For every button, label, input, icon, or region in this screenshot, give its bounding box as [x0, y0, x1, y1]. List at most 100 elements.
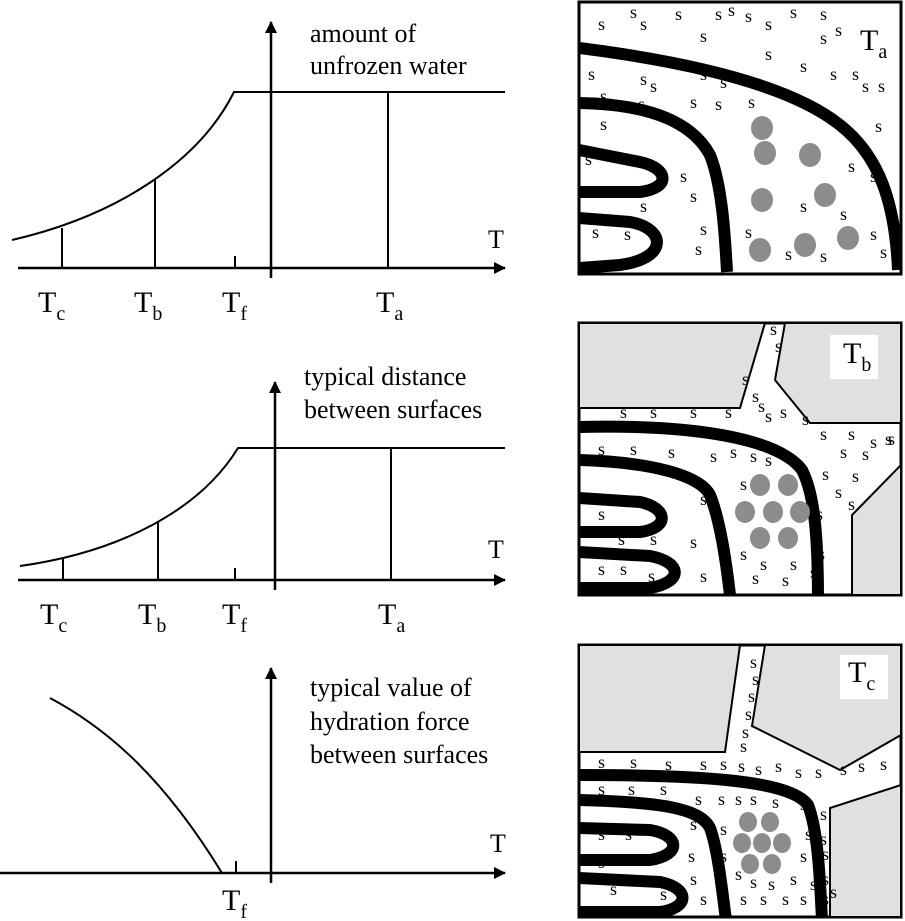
solute-marker: s [592, 222, 599, 242]
solute-marker: s [618, 529, 625, 549]
solute-marker: s [725, 402, 732, 422]
solute-marker: s [782, 570, 789, 590]
y-label: typical distance between surfaces [304, 362, 482, 424]
solute-marker: s [870, 166, 877, 186]
solute-marker: s [862, 76, 869, 96]
solute-marker: s [718, 789, 725, 809]
solute-marker: s [695, 239, 702, 259]
solute-marker: s [700, 219, 707, 239]
y-label: typical value of hydration force between… [310, 673, 488, 769]
solute-marker: s [700, 754, 707, 774]
solute-marker: s [768, 874, 775, 894]
solute-marker: s [624, 224, 631, 244]
solute-marker: s [735, 864, 742, 884]
solute-marker: s [748, 92, 755, 112]
tick-label-c: Tc [40, 598, 67, 637]
solute-marker: s [848, 156, 855, 176]
solute-marker: s [638, 94, 645, 114]
solute-marker: s [720, 819, 727, 839]
solute-marker: s [675, 4, 682, 24]
solute-marker: s [585, 149, 592, 169]
solute-marker: s [748, 686, 755, 706]
solute-marker: s [740, 889, 747, 909]
solute-marker: s [598, 852, 605, 872]
solute-marker: s [630, 2, 637, 22]
solute-marker: s [795, 762, 802, 782]
solute-marker: s [668, 442, 675, 462]
solute-marker: s [870, 432, 877, 452]
solute-marker: s [620, 402, 627, 422]
panel-label: Ta [860, 24, 887, 63]
curve [19, 447, 505, 567]
solute-marker: s [852, 64, 859, 84]
tick-label-f: Tf [222, 286, 247, 325]
solute-marker: s [740, 736, 747, 756]
solute-marker: s [665, 754, 672, 774]
solute-marker: s [755, 759, 762, 779]
solute-marker: s [858, 756, 865, 776]
solute-marker: s [715, 94, 722, 114]
solute-marker: s [815, 762, 822, 782]
solute-marker: s [750, 652, 757, 672]
solute-marker: s [758, 396, 765, 416]
solute-marker: s [752, 568, 759, 588]
solute-marker: s [835, 482, 842, 502]
solute-marker: s [598, 14, 605, 34]
solute-marker: s [800, 196, 807, 216]
solute-marker: s [600, 86, 607, 106]
solute-marker: s [745, 704, 752, 724]
lamella-outer [579, 42, 901, 271]
solute-marker: s [660, 884, 667, 904]
x-label: T [490, 829, 506, 858]
solute-marker: s [740, 474, 747, 494]
solute-marker: s [740, 544, 747, 564]
solute-marker: s [785, 244, 792, 264]
solute-marker: s [760, 554, 767, 574]
solute-marker: s [765, 406, 772, 426]
solute-marker: s [650, 76, 657, 96]
solute-marker: s [650, 402, 657, 422]
solute-marker: s [862, 444, 869, 464]
solute-marker: s [775, 336, 782, 356]
solute-marker: s [822, 464, 829, 484]
solute-marker: s [752, 386, 759, 406]
solute-marker: s [822, 889, 829, 909]
solute-marker: s [735, 789, 742, 809]
solute-marker: s [598, 779, 605, 799]
solute-marker: s [690, 869, 697, 889]
solute-marker: s [782, 889, 789, 909]
solute-marker: s [800, 889, 807, 909]
solute-marker: s [750, 872, 757, 892]
solute-marker: s [772, 792, 779, 812]
solute-marker: s [720, 72, 727, 92]
solute-marker: s [830, 64, 837, 84]
solute-marker: s [765, 14, 772, 34]
solute-marker: s [640, 14, 647, 34]
solute-marker: s [720, 754, 727, 774]
solute-marker: s [818, 544, 825, 564]
y-label: amount of unfrozen water [310, 19, 467, 80]
curve [49, 697, 223, 874]
solute-marker: s [852, 466, 859, 486]
graph-unfrozen-water: amount of unfrozen water T Tc Tb Tf Ta [11, 19, 506, 325]
solute-marker: s [700, 64, 707, 84]
panel-label: Tb [843, 337, 871, 376]
solute-marker: s [600, 114, 607, 134]
solute-marker: s [775, 756, 782, 776]
solute-marker: s [800, 56, 807, 76]
solute-marker: s [820, 4, 827, 24]
solute-marker: s [820, 28, 827, 48]
solute-marker: s [800, 794, 807, 814]
solute-marker: s [690, 814, 697, 834]
solute-marker: s [848, 494, 855, 514]
solute-marker: s [878, 76, 885, 96]
lamella-inner-2 [579, 212, 663, 274]
tick-label-c: Tc [38, 286, 65, 325]
solute-marker: s [875, 116, 882, 136]
solute-cluster [735, 474, 810, 549]
lamella-middle [579, 97, 733, 273]
solute-marker: s [840, 204, 847, 224]
